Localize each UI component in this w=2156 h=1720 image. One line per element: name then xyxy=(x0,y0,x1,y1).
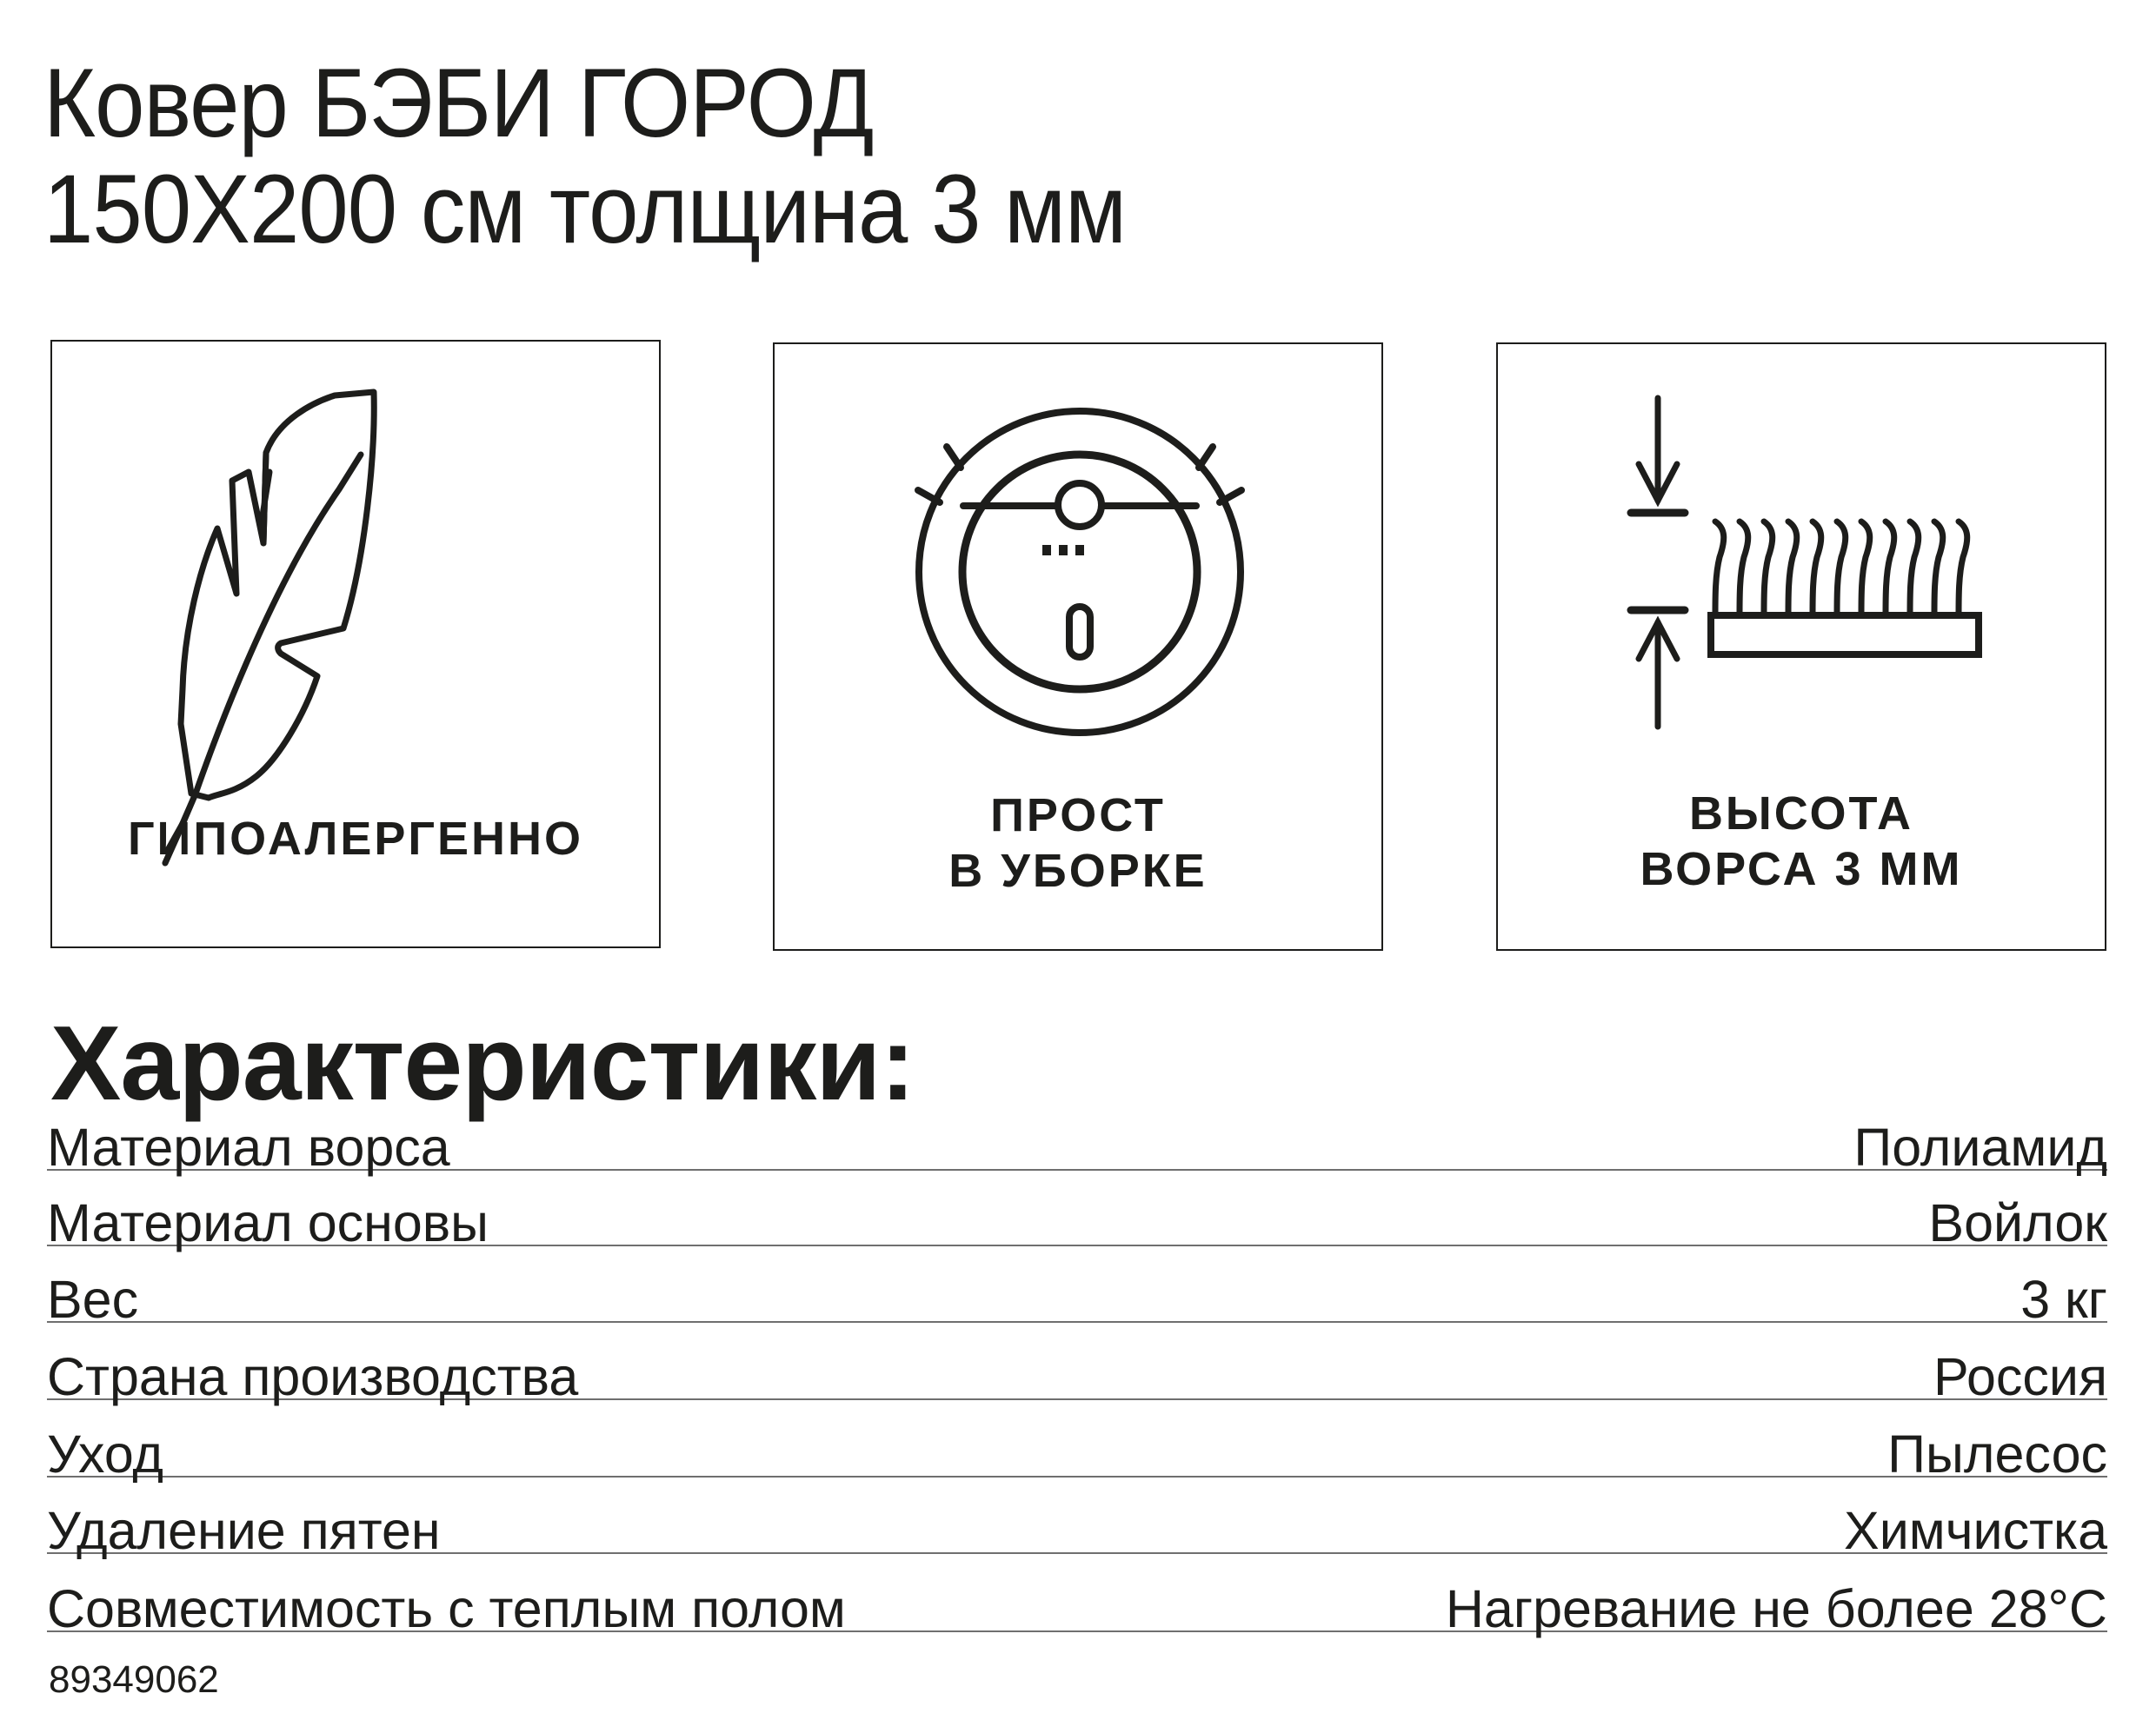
feature-card-easy-cleaning: ПРОСТ В УБОРКЕ xyxy=(773,342,1383,951)
specs-heading: Характеристики: xyxy=(50,1004,915,1122)
sku-number: 89349062 xyxy=(49,1658,219,1701)
feature-label-line: ГИПОАЛЕРГЕННО xyxy=(127,813,584,865)
spec-row: Удаление пятен Химчистка xyxy=(47,1483,2107,1560)
spec-key: Совместимость с теплым полом xyxy=(47,1579,846,1638)
spec-row: Страна производства Россия xyxy=(47,1329,2107,1406)
feature-label: ПРОСТ В УБОРКЕ xyxy=(775,787,1381,899)
spec-row: Материал основы Войлок xyxy=(47,1175,2107,1252)
spec-key: Удаление пятен xyxy=(47,1501,441,1560)
spec-key: Материал основы xyxy=(47,1193,489,1252)
spec-row: Материал ворса Полиамид xyxy=(47,1099,2107,1177)
product-title-line-1: Ковер БЭБИ ГОРОД xyxy=(43,49,874,157)
feature-label: ГИПОАЛЕРГЕННО xyxy=(52,811,659,867)
feature-label: ВЫСОТА ВОРСА 3 ММ xyxy=(1498,786,2105,897)
spec-value: Химчистка xyxy=(1844,1501,2107,1560)
product-title: Ковер БЭБИ ГОРОД 150Х200 см толщина 3 мм xyxy=(43,49,1127,263)
product-title-line-2: 150Х200 см толщина 3 мм xyxy=(43,155,1127,263)
spec-key: Материал ворса xyxy=(47,1118,450,1177)
spec-key: Вес xyxy=(47,1270,139,1329)
feature-label-line: ВЫСОТА xyxy=(1688,787,1914,840)
feature-label-line: ПРОСТ xyxy=(990,789,1166,841)
spec-key: Уход xyxy=(47,1424,164,1484)
spec-value: Россия xyxy=(1933,1347,2107,1406)
spec-value: 3 кг xyxy=(2020,1270,2107,1329)
robot-vacuum-icon xyxy=(915,408,1245,736)
spec-key: Страна производства xyxy=(47,1347,579,1406)
spec-value: Нагревание не более 28°С xyxy=(1445,1579,2107,1638)
spec-row: Уход Пылесос xyxy=(47,1406,2107,1484)
feather-icon xyxy=(162,388,377,867)
spec-value: Войлок xyxy=(1928,1193,2107,1252)
feature-label-line: В УБОРКЕ xyxy=(948,845,1208,897)
feature-label-line: ВОРСА 3 ММ xyxy=(1640,843,1963,895)
pile-height-icon xyxy=(1627,395,1982,730)
feature-card-pile-height: ВЫСОТА ВОРСА 3 ММ xyxy=(1496,342,2106,951)
spec-value: Пылесос xyxy=(1887,1424,2107,1484)
spec-row: Вес 3 кг xyxy=(47,1252,2107,1329)
spec-value: Полиамид xyxy=(1853,1118,2107,1177)
spec-row: Совместимость с теплым полом Нагревание … xyxy=(47,1561,2107,1638)
feature-card-hypoallergenic: ГИПОАЛЕРГЕННО xyxy=(50,340,661,948)
